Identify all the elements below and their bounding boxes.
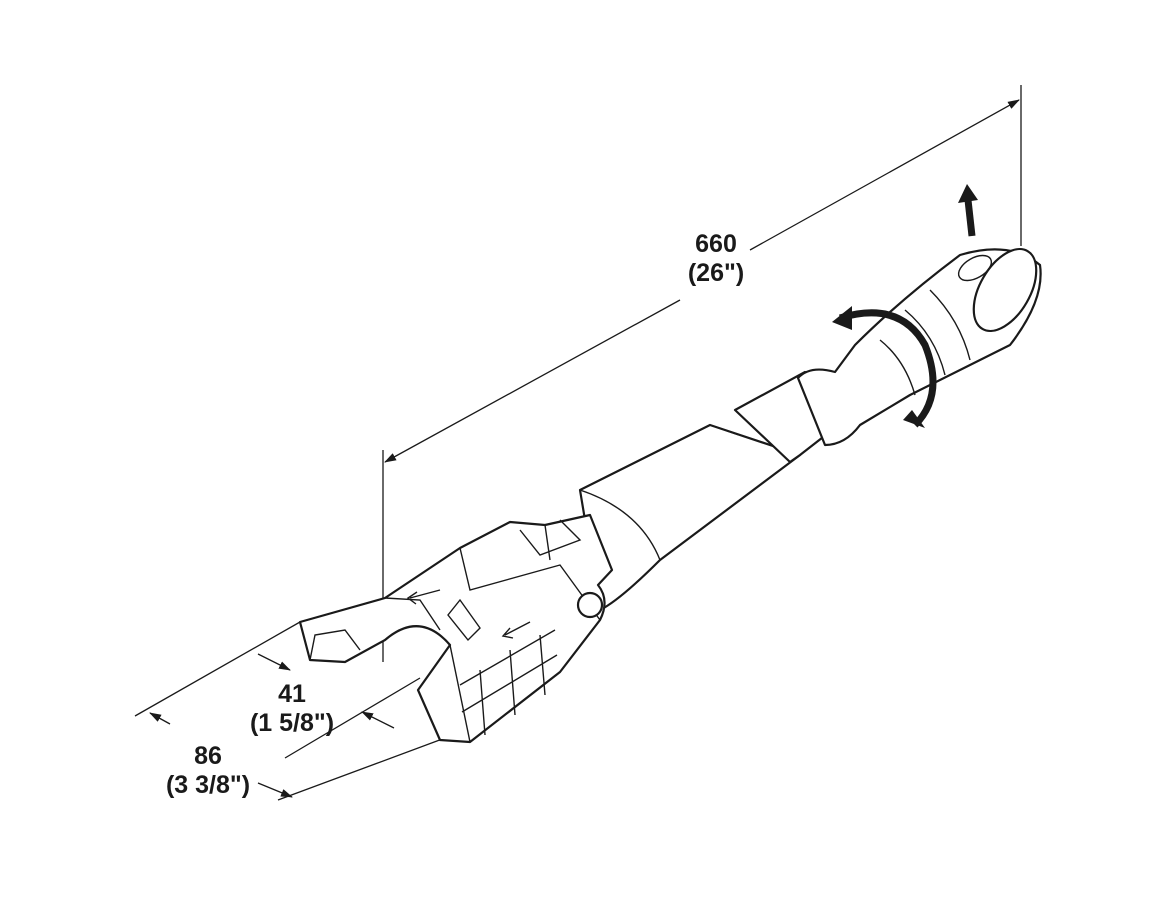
jaw-opening-mm: 41 xyxy=(278,680,306,708)
tool-shaft xyxy=(578,370,847,612)
jaw-opening-label: 41 (1 5/8") xyxy=(250,680,334,738)
jaw-width-label: 86 (3 3/8") xyxy=(166,742,250,800)
overall-length-label: 660 (26") xyxy=(688,230,744,288)
overall-length-inch: (26") xyxy=(687,259,745,287)
tool-jaw xyxy=(298,513,614,744)
rotate-arrow-icon xyxy=(832,306,937,428)
tool-handle xyxy=(796,247,1042,447)
jaw-opening-inch: (1 5/8") xyxy=(249,709,335,737)
jaw-width-mm: 86 xyxy=(194,742,222,770)
pull-arrow-icon xyxy=(958,184,978,237)
overall-length-mm: 660 xyxy=(695,230,737,258)
dimension-jaw-lines xyxy=(134,621,446,801)
jaw-width-inch: (3 3/8") xyxy=(165,771,251,799)
